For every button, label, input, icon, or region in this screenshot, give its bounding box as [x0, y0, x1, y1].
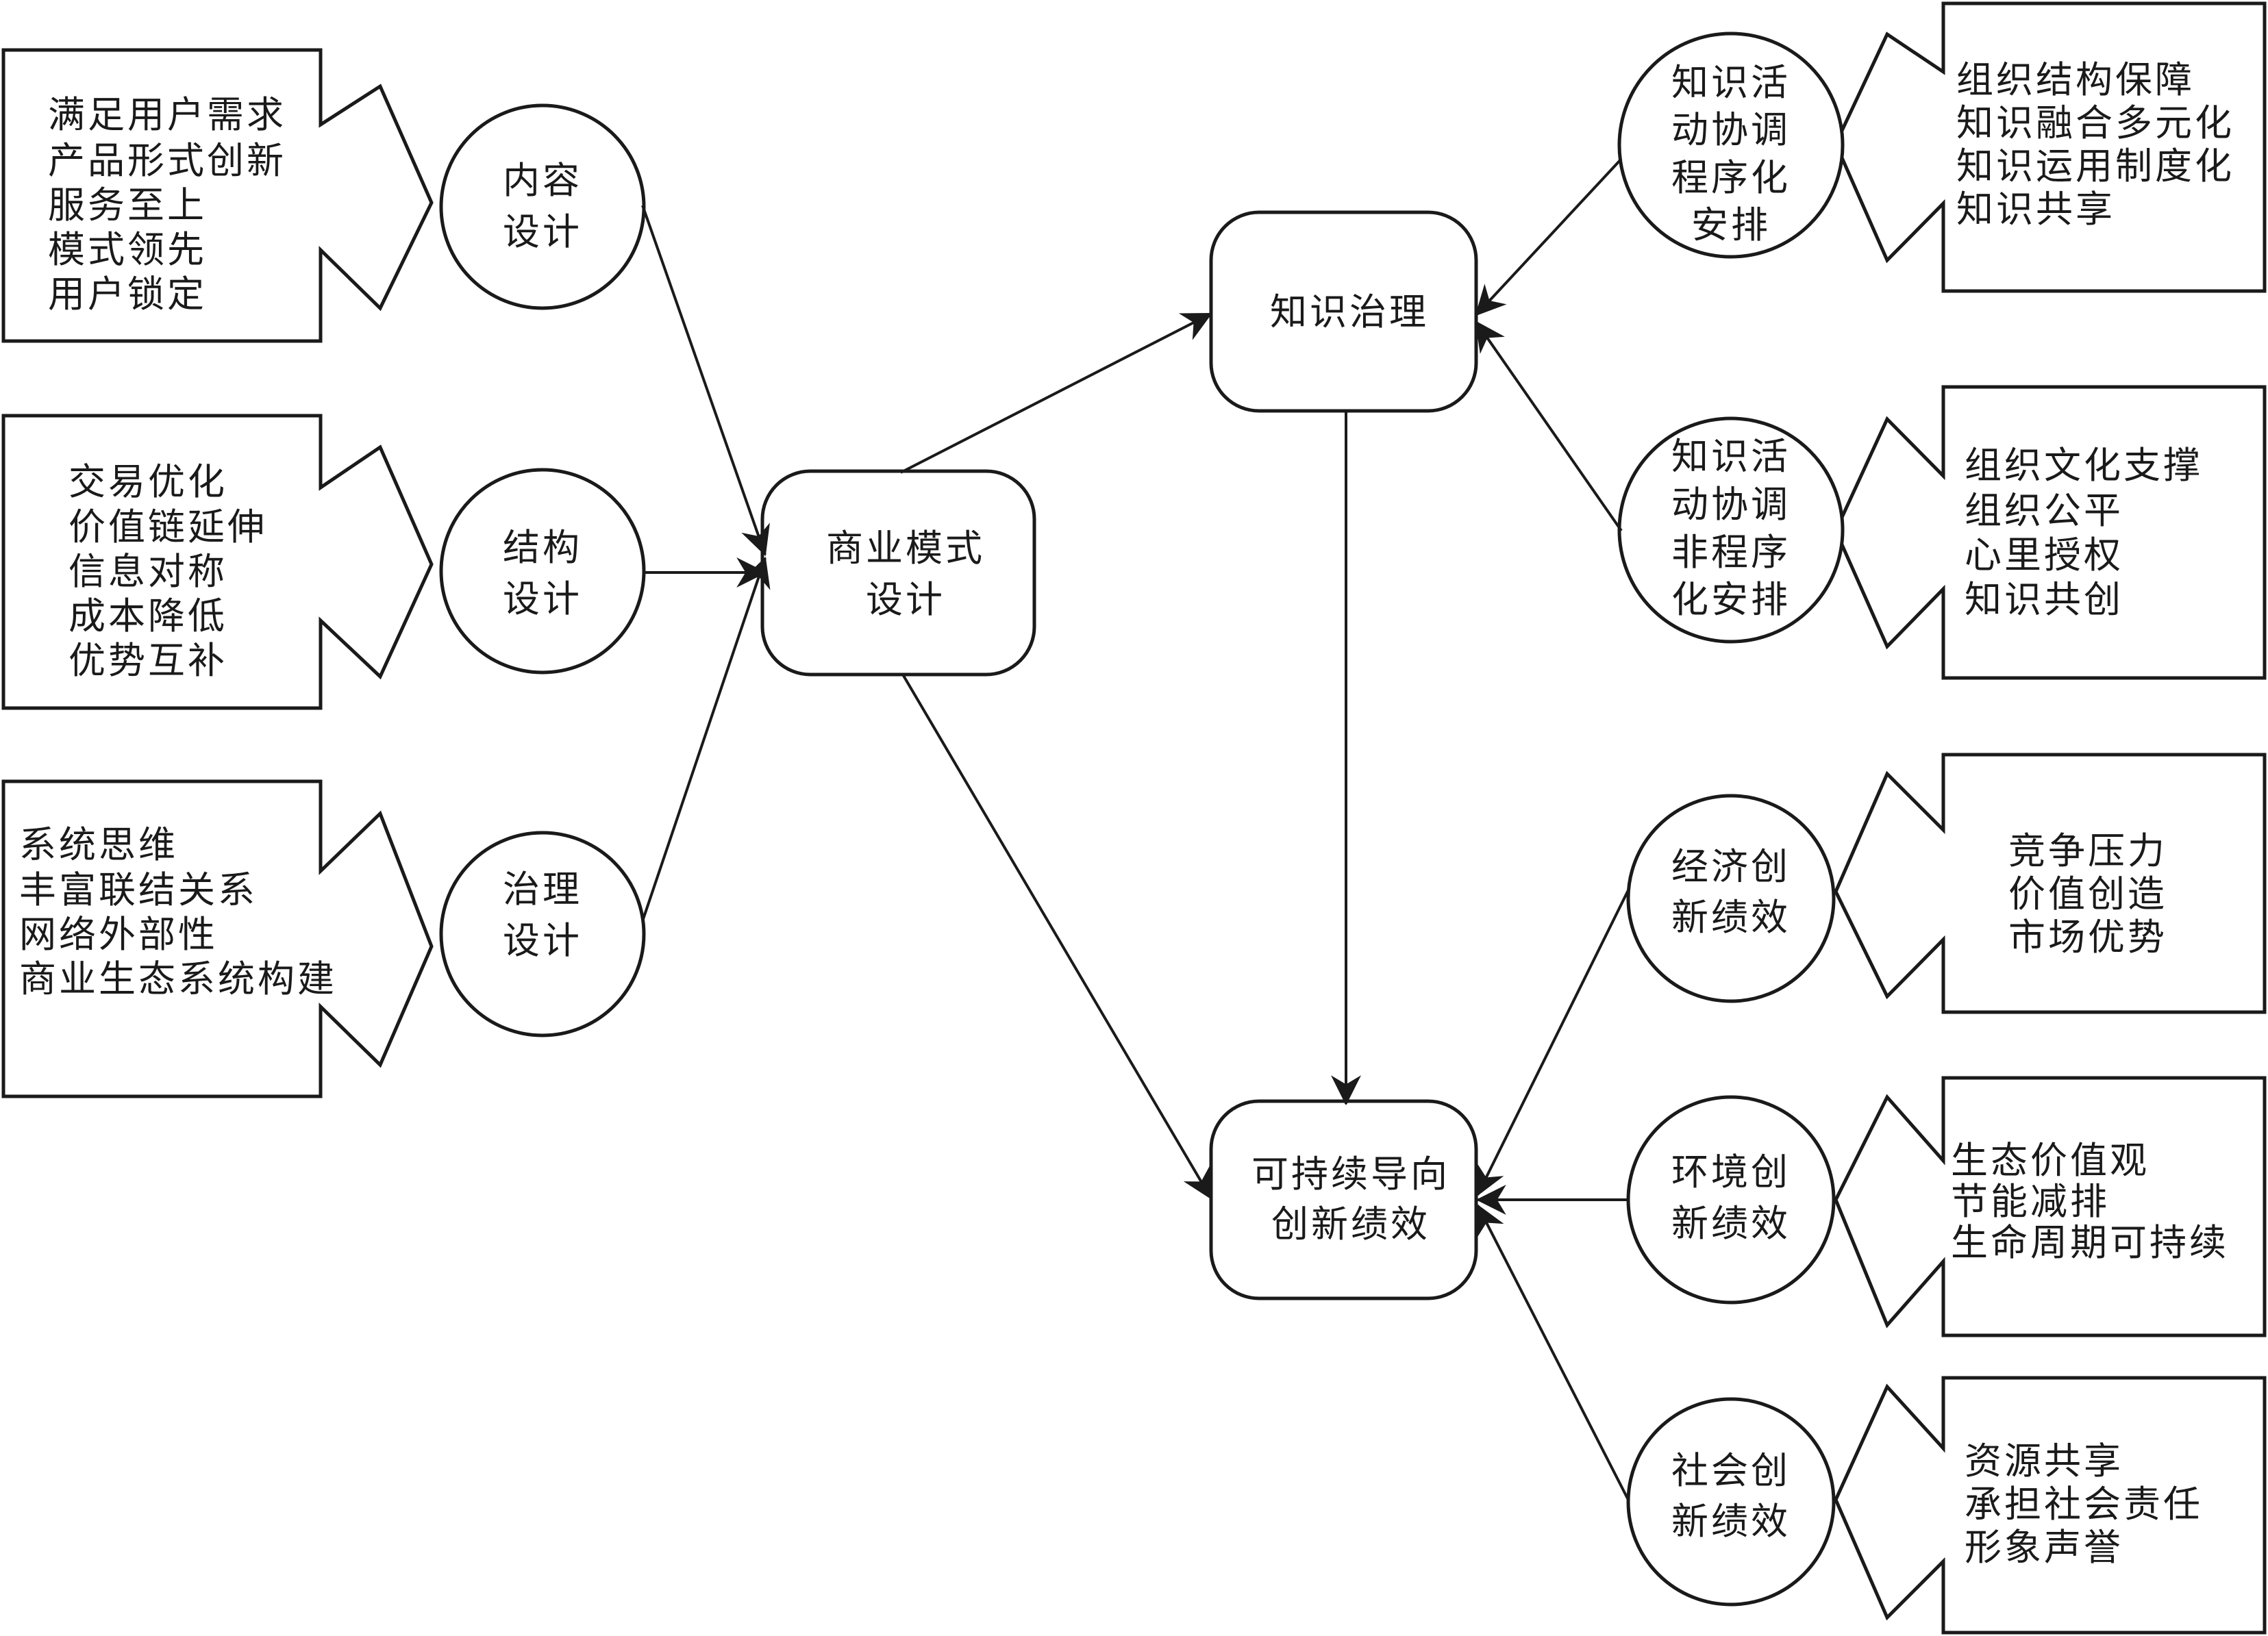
right-callout-4-line-3: 生命周期可持续	[1951, 1221, 2229, 1264]
box-sustainable-performance: 可持续导向 创新绩效	[1209, 1099, 1478, 1300]
right-callout-5: 资源共享 承担社会责任 形象声誉	[1834, 1376, 2267, 1635]
box-knowledge-governance: 知识治理	[1209, 210, 1478, 413]
circle-environmental-innovation: 环境创 新绩效	[1626, 1095, 1836, 1305]
left-callout-1-line-3: 服务至上	[48, 184, 207, 227]
circle-content-design-line-2: 设计	[503, 210, 582, 253]
left-callout-3-line-1: 系统思维	[19, 823, 178, 866]
circle-social-innovation-line-2: 新绩效	[1671, 1500, 1791, 1543]
box-sustainable-performance-line-2: 创新绩效	[1271, 1203, 1430, 1246]
circle-economic-innovation: 经济创 新绩效	[1626, 794, 1836, 1003]
circle-programmed-coordination-line-1: 知识活	[1671, 61, 1791, 104]
right-callout-4: 生态价值观 节能减排 生命周期可持续	[1834, 1076, 2267, 1337]
circle-nonprogrammed-coordination: 知识活 动协调 非程序 化安排	[1617, 416, 1845, 644]
left-callout-2-line-3: 信息对称	[68, 550, 227, 593]
box-business-model-line-1: 商业模式	[826, 527, 985, 570]
right-callout-3: 竞争压力 价值创造 市场优势	[1834, 753, 2267, 1014]
edge-business-model-to-knowledge-governance	[900, 312, 1212, 474]
edge-governance-to-business-model	[641, 556, 771, 922]
right-callout-4-line-2: 节能减排	[1951, 1180, 2110, 1223]
left-callout-1: 满足用户需求 产品形式创新 服务至上 模式领先 用户锁定	[1, 48, 434, 343]
circle-nonprogrammed-coordination-line-3: 非程序	[1671, 531, 1791, 574]
right-callout-2-line-3: 心里授权	[1965, 533, 2123, 577]
circle-programmed-coordination-line-3: 程序化	[1671, 156, 1791, 199]
circle-structure-design: 结构 设计	[439, 468, 646, 675]
right-callout-3-line-2: 价值创造	[2008, 872, 2167, 916]
circle-nonprogrammed-coordination-line-1: 知识活	[1671, 435, 1791, 478]
circle-environmental-innovation-line-1: 环境创	[1671, 1150, 1791, 1194]
right-callout-5-line-2: 承担社会责任	[1965, 1483, 2203, 1526]
left-callout-3: 系统思维 丰富联结关系 网络外部性 商业生态系统构建	[1, 779, 434, 1098]
circle-structure-design-line-2: 设计	[503, 577, 582, 620]
circle-structure-design-line-1: 结构	[503, 526, 582, 569]
right-callout-3-line-3: 市场优势	[2008, 916, 2167, 959]
left-callout-3-line-2: 丰富联结关系	[19, 868, 258, 911]
circle-nonprogrammed-coordination-line-4: 化安排	[1671, 578, 1791, 621]
box-business-model-design: 商业模式 设计	[760, 469, 1036, 677]
circle-programmed-coordination-line-2: 动协调	[1671, 108, 1791, 151]
right-callout-2-line-2: 组织公平	[1965, 489, 2123, 532]
right-callout-2-line-4: 知识共创	[1965, 578, 2123, 621]
circle-social-innovation: 社会创 新绩效	[1626, 1397, 1836, 1607]
edge-nonprogrammed-to-knowledge-governance	[1475, 320, 1623, 532]
edge-content-to-business-model	[641, 205, 770, 557]
circle-governance-design: 治理 设计	[439, 831, 646, 1037]
left-callout-1-line-2: 产品形式创新	[48, 139, 286, 182]
left-callout-1-line-1: 满足用户需求	[48, 93, 286, 136]
circle-content-design: 内容 设计	[439, 103, 646, 310]
left-callout-2-line-2: 价值链延伸	[68, 505, 267, 549]
box-business-model-line-2: 设计	[866, 578, 945, 621]
circle-economic-innovation-line-1: 经济创	[1671, 845, 1791, 888]
left-callout-3-line-4: 商业生态系统构建	[19, 957, 337, 1001]
circle-nonprogrammed-coordination-line-2: 动协调	[1671, 483, 1791, 526]
right-callout-1: 组织结构保障 知识融合多元化 知识运用制度化 知识共享	[1834, 1, 2267, 293]
edge-business-model-to-performance	[901, 673, 1212, 1200]
right-callout-1-line-2: 知识融合多元化	[1956, 101, 2234, 144]
right-callout-5-line-3: 形象声誉	[1965, 1526, 2123, 1569]
right-callout-2: 组织文化支撑 组织公平 心里授权 知识共创	[1834, 385, 2267, 680]
circle-governance-design-line-1: 治理	[503, 868, 582, 911]
box-sustainable-performance-line-1: 可持续导向	[1251, 1153, 1450, 1196]
box-knowledge-governance-label: 知识治理	[1270, 290, 1429, 334]
circle-governance-design-line-2: 设计	[503, 919, 582, 962]
edge-economic-to-performance	[1476, 890, 1630, 1196]
circle-environmental-innovation-line-2: 新绩效	[1671, 1202, 1791, 1245]
left-callout-2-line-5: 优势互补	[68, 639, 227, 682]
circle-social-innovation-line-1: 社会创	[1671, 1449, 1791, 1492]
circle-programmed-coordination-line-4: 安排	[1691, 203, 1771, 247]
circle-content-design-line-1: 内容	[503, 159, 582, 202]
right-callout-5-line-1: 资源共享	[1965, 1439, 2123, 1483]
edge-programmed-to-knowledge-governance	[1475, 158, 1623, 316]
left-callout-3-line-3: 网络外部性	[19, 913, 218, 956]
right-callout-3-line-1: 竞争压力	[2008, 829, 2167, 872]
edge-social-to-performance	[1476, 1204, 1630, 1500]
left-callout-1-line-5: 用户锁定	[48, 273, 207, 316]
right-callout-1-line-4: 知识共享	[1956, 188, 2115, 231]
right-callout-1-line-3: 知识运用制度化	[1956, 144, 2234, 188]
right-callout-4-line-1: 生态价值观	[1951, 1139, 2149, 1182]
circle-economic-innovation-line-2: 新绩效	[1671, 896, 1791, 939]
right-callout-2-line-1: 组织文化支撑	[1965, 444, 2203, 487]
left-callout-2: 交易优化 价值链延伸 信息对称 成本降低 优势互补	[1, 414, 434, 710]
left-callout-1-line-4: 模式领先	[48, 228, 207, 271]
right-callout-1-line-1: 组织结构保障	[1956, 58, 2195, 101]
circle-programmed-coordination: 知识活 动协调 程序化 安排	[1617, 32, 1845, 259]
left-callout-2-line-4: 成本降低	[68, 594, 227, 638]
left-callout-2-line-1: 交易优化	[68, 460, 227, 503]
